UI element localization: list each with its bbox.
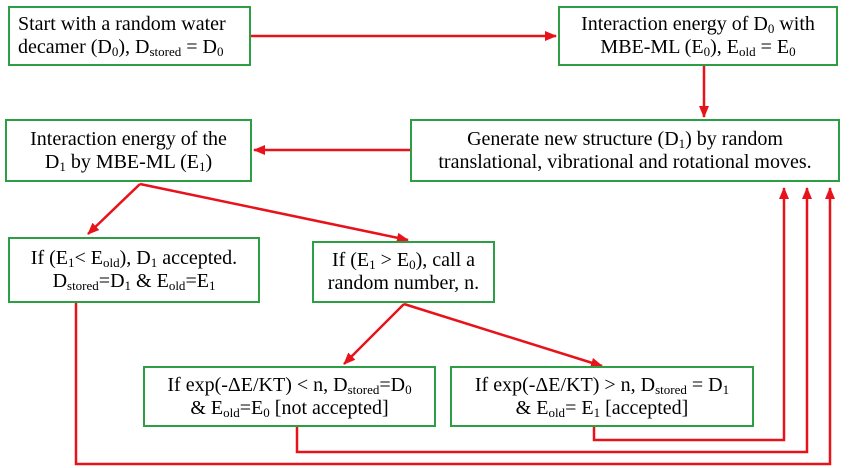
arrow-energy-d1-to-random-number [139,182,409,243]
reject-box: If exp(-ΔE/KT) < n, Dstored=D0& Eold=E0 … [143,366,436,427]
subscript: stored [67,278,99,293]
text-run: [not accepted] [269,396,389,419]
subscript: old [548,404,566,420]
text-run: random number, n. [327,272,480,294]
subscript: 1 [198,158,206,174]
subscript: old [103,255,120,270]
text-run: Start with a random water [18,13,226,35]
text-run: ), D [119,247,151,269]
text-run: If (E [331,249,370,271]
text-run: > E [375,249,410,271]
arrow-accept-metropolis-loop [592,187,789,442]
subscript: 1 [722,381,730,397]
arrow-random-number-to-accept-metropolis [403,302,603,368]
text-run: ), D [118,36,150,58]
box-text-line: D1 by MBE-ML (E1) [11,151,246,174]
text-run: D [52,270,68,292]
arrow-accept-lower-loop [74,187,835,466]
text-run: = D [181,36,217,58]
subscript: 0 [263,404,270,420]
text-run: = D [686,373,723,396]
subscript: old [738,44,756,59]
text-run: =D [379,373,406,396]
subscript: 1 [593,404,601,420]
text-run: =E [185,270,209,292]
subscript: 1 [124,278,132,293]
box-text-line: If exp(-ΔE/KT) > n, Dstored = D1 [456,374,748,397]
text-run: Interaction energy of the [30,127,227,150]
text-run: =D [98,270,125,292]
box-text-line: MBE-ML (E0), Eold = E0 [564,36,832,59]
text-run: & E [131,270,169,292]
text-run: If exp(-ΔE/KT) > n, D [474,373,656,396]
subscript: 0 [111,44,119,59]
text-run: ) by random [685,127,783,150]
text-run: decamer (D [18,36,112,58]
text-run: ), call a [415,249,476,271]
subscript: 0 [409,257,416,272]
text-run: Generate new structure (D [467,127,679,150]
text-run: with [774,13,815,35]
box-text-line: If (E1< Eold), D1 accepted. [14,247,254,270]
subscript: 0 [789,44,796,59]
subscript: stored [655,381,687,397]
subscript: 1 [208,278,216,293]
box-text-line: random number, n. [318,272,489,295]
text-run: & E [515,396,549,419]
subscript: stored [347,381,380,397]
subscript: 0 [216,44,224,59]
arrow-reject-loop [295,187,812,454]
box-text-line: Start with a random water [18,13,245,36]
text-run: translational, vibrational and rotationa… [438,150,812,173]
text-run: If (E [30,247,68,269]
text-run: < E [74,247,104,269]
box-text-line: & Eold=E0 [not accepted] [149,397,430,420]
accept-metropolis-box: If exp(-ΔE/KT) > n, Dstored = D1& Eold= … [450,366,754,427]
box-text-line: translational, vibrational and rotationa… [416,151,834,174]
text-run: accepted. [157,247,238,269]
arrow-energy-d1-to-accept-lower [87,183,141,235]
subscript: old [223,404,240,420]
text-run: D [44,150,60,173]
box-text-line: If exp(-ΔE/KT) < n, Dstored=D0 [149,374,430,397]
subscript: old [168,278,186,293]
subscript: 0 [405,381,412,397]
text-run: MBE-ML (E [600,36,704,58]
subscript: 1 [68,255,75,270]
text-run: [accepted] [600,396,689,419]
text-run: & E [190,396,224,419]
box-text-line: Generate new structure (D1) by random [416,128,834,151]
box-text-line: Dstored=D1 & Eold=E1 [14,270,254,293]
text-run: = E [565,396,594,419]
text-run: =E [239,396,264,419]
subscript: 0 [703,44,711,59]
box-text-line: Interaction energy of D0 with [564,13,832,36]
box-text-line: decamer (D0), Dstored = D0 [18,36,245,59]
subscript: 1 [678,135,686,151]
box-text-line: Interaction energy of the [11,128,246,151]
subscript: stored [149,44,182,59]
text-run: ) [205,150,213,173]
subscript: 1 [369,257,376,272]
subscript: 0 [767,21,775,36]
text-run: Interaction energy of D [581,13,768,35]
box-text-line: If (E1 > E0), call a [318,249,489,272]
arrow-random-number-to-reject [343,303,405,365]
text-run: by MBE-ML (E [65,150,199,173]
text-run: = E [755,36,790,58]
text-run: ), E [710,36,739,58]
subscript: 1 [150,255,158,270]
subscript: 1 [59,158,66,174]
accept-lower-energy-box: If (E1< Eold), D1 accepted.Dstored=D1 & … [8,237,260,303]
text-run: If exp(-ΔE/KT) < n, D [167,373,348,396]
box-text-line: & Eold= E1 [accepted] [456,397,748,420]
